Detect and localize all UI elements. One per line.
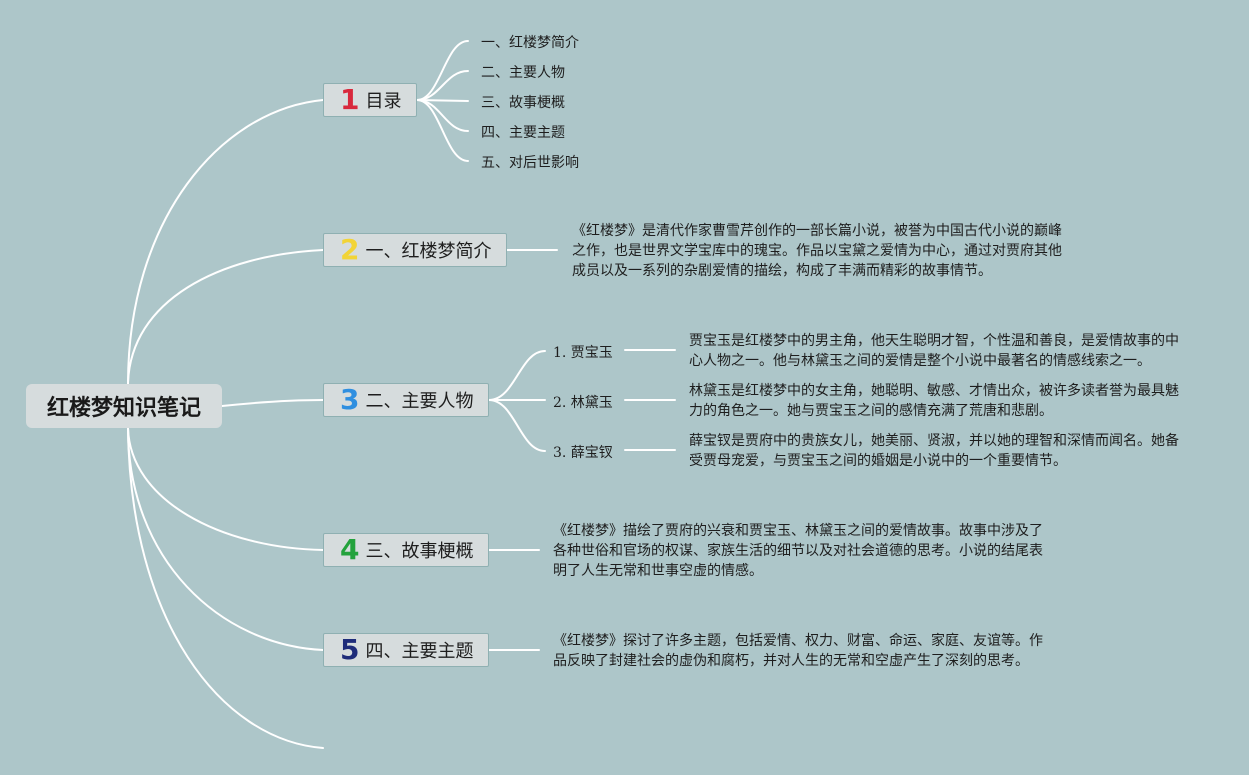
- branch-label: 四、主要主题: [365, 641, 474, 662]
- connector-toc-2: [416, 70, 469, 101]
- branch-number: 1: [340, 83, 360, 116]
- character-name[interactable]: 2. 林黛玉: [553, 395, 613, 411]
- branch-label: 二、主要人物: [365, 391, 474, 412]
- connector-root-b4: [127, 427, 324, 551]
- connector-toc-5: [416, 99, 469, 162]
- plot-description[interactable]: 《红楼梦》描绘了贾府的兴衰和贾宝玉、林黛玉之间的爱情故事。故事中涉及了各种世俗和…: [553, 523, 1043, 579]
- character-description[interactable]: 贾宝玉是红楼梦中的男主角，他天生聪明才智，个性温和善良，是爱情故事的中心人物之一…: [689, 333, 1179, 369]
- connector-toc-1: [416, 40, 469, 101]
- branch-node-characters[interactable]: 3 二、主要人物: [323, 383, 489, 417]
- connector-root-b1: [127, 99, 324, 385]
- character-name[interactable]: 3. 薛宝钗: [553, 445, 613, 461]
- character-name[interactable]: 1. 贾宝玉: [553, 345, 613, 361]
- connector-root-b2: [127, 249, 324, 385]
- root-title: 红楼梦知识笔记: [46, 396, 201, 421]
- branch-node-plot[interactable]: 4 三、故事梗概: [323, 533, 489, 567]
- branch-node-intro[interactable]: 2 一、红楼梦简介: [323, 233, 507, 267]
- toc-item[interactable]: 三、故事梗概: [481, 95, 565, 111]
- character-description[interactable]: 薛宝钗是贾府中的贵族女儿，她美丽、贤淑，并以她的理智和深情而闻名。她备受贾母宠爱…: [689, 433, 1179, 469]
- branch-label: 三、故事梗概: [365, 541, 474, 562]
- connector-toc-3: [416, 99, 469, 102]
- root-node[interactable]: 红楼梦知识笔记: [26, 384, 222, 428]
- themes-description[interactable]: 《红楼梦》探讨了许多主题，包括爱情、权力、财富、命运、家庭、友谊等。作品反映了封…: [553, 633, 1043, 669]
- branch-node-themes[interactable]: 5 四、主要主题: [323, 633, 489, 667]
- connector-char-3: [488, 399, 546, 452]
- toc-item[interactable]: 五、对后世影响: [481, 155, 579, 171]
- intro-description[interactable]: 《红楼梦》是清代作家曹雪芹创作的一部长篇小说，被誉为中国古代小说的巅峰之作，也是…: [572, 223, 1062, 279]
- connector-toc-4: [416, 99, 469, 132]
- connector-char-1: [488, 350, 546, 401]
- character-description[interactable]: 林黛玉是红楼梦中的女主角，她聪明、敏感、才情出众，被许多读者誉为最具魅力的角色之…: [689, 383, 1179, 419]
- connector-root-b5: [127, 427, 324, 651]
- toc-item[interactable]: 二、主要人物: [481, 65, 565, 81]
- branch-node-toc[interactable]: 1 目录: [323, 83, 417, 117]
- branch-number: 5: [340, 633, 360, 666]
- branch-number: 3: [340, 383, 360, 416]
- branch-label: 一、红楼梦简介: [365, 241, 492, 262]
- toc-item[interactable]: 一、红楼梦简介: [481, 35, 579, 51]
- connector-root-end: [127, 427, 324, 749]
- branch-number: 2: [340, 233, 360, 266]
- branch-number: 4: [340, 533, 360, 566]
- toc-item[interactable]: 四、主要主题: [481, 125, 565, 141]
- connector-root-b3: [221, 399, 324, 407]
- branch-label: 目录: [365, 91, 402, 112]
